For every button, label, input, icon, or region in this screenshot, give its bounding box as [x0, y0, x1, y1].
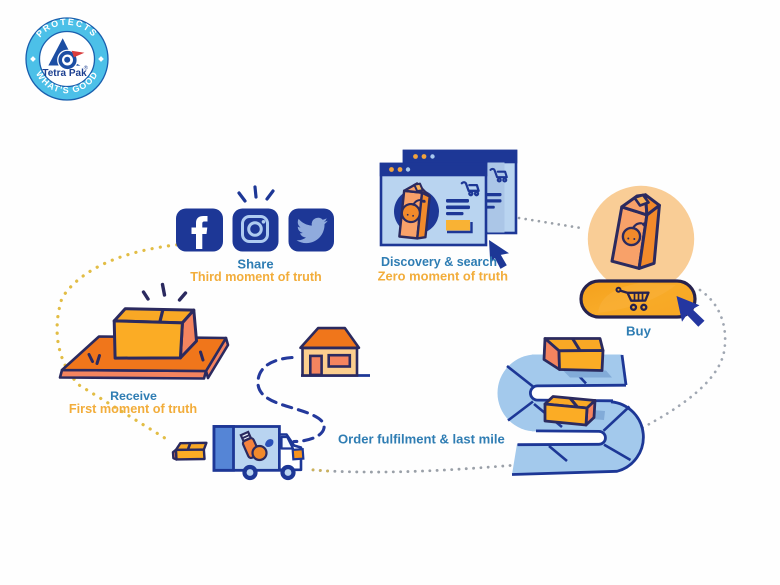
svg-text:First moment of truth: First moment of truth: [69, 402, 197, 416]
svg-text:®: ®: [84, 65, 88, 72]
svg-text:Zero moment of truth: Zero moment of truth: [378, 269, 508, 284]
svg-text:Order fulfilment & last mile: Order fulfilment & last mile: [338, 432, 505, 447]
svg-text:Discovery & search: Discovery & search: [381, 255, 497, 269]
svg-text:Share: Share: [237, 257, 273, 272]
svg-text:Tetra Pak: Tetra Pak: [42, 68, 87, 79]
svg-text:Third moment of truth: Third moment of truth: [190, 270, 322, 284]
svg-text:Buy: Buy: [626, 324, 652, 339]
svg-text:Receive: Receive: [110, 389, 157, 403]
